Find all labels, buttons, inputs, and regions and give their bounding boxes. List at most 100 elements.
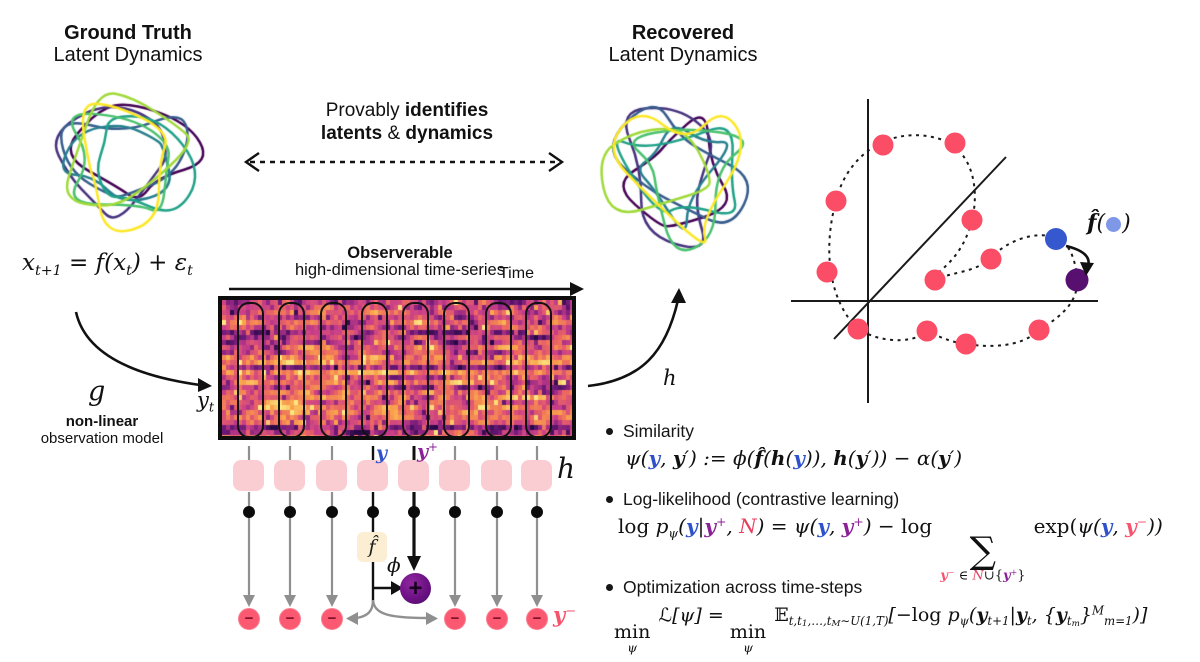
plus-sign: +	[408, 574, 423, 602]
loglik-eq-post: exp(ψ(y, y−))	[1033, 514, 1163, 538]
center-claim: Provably identifies latents & dynamics	[277, 99, 537, 145]
embedding-dot	[367, 506, 379, 518]
arrowhead-right	[548, 152, 565, 172]
sum-under: y− ∈ N∪{y+}	[940, 568, 1026, 584]
loglik-equation: log pψ(y|y+, N) = ψ(y, y+) − log ∑y− ∈ N∪…	[618, 514, 1163, 584]
identifiability-double-arrow	[243, 152, 565, 172]
state-dot-icon	[1106, 216, 1122, 232]
heatmap-window-outline	[237, 302, 264, 438]
obs-model-line2: observation model	[40, 430, 164, 447]
heatmap-window-outline	[402, 302, 429, 438]
optim-eq-mid: ℒ[ψ] =	[658, 604, 730, 627]
obs-model-line1: non-linear	[65, 413, 139, 430]
center-claim-line1: Provably identifies	[325, 100, 489, 121]
encoder-box	[274, 460, 305, 491]
fhat-dynamics-box: f̂	[357, 532, 387, 562]
fhat-label: f̂	[368, 536, 376, 558]
sum-operator: ∑y− ∈ N∪{y+}	[940, 529, 1026, 584]
g-label: g	[88, 376, 106, 407]
ground-truth-title-line1: Ground Truth	[64, 22, 192, 44]
negative-sample-node: −	[321, 608, 343, 630]
heatmap-window-outline	[361, 302, 388, 438]
embedding-dot	[326, 506, 338, 518]
recovered-title-line1: Recovered	[631, 22, 735, 44]
recovered-trajectory-plot	[583, 68, 773, 273]
ground-truth-title: Ground Truth Latent Dynamics	[18, 22, 238, 66]
negative-sample-node: −	[238, 608, 260, 630]
arrowhead-split-left	[346, 612, 358, 625]
min-under: ψ	[627, 639, 638, 655]
observable-subtitle: high-dimensional time-series	[294, 261, 505, 279]
bullet-icon	[606, 428, 613, 435]
bullet-optim: Optimization across time-steps	[606, 577, 862, 598]
bullet-optim-label: Optimization across time-steps	[623, 577, 863, 597]
h-arrow-label: h	[663, 366, 677, 390]
sum-symbol: ∑	[969, 529, 997, 572]
embedding-dot	[408, 506, 420, 518]
minus-sign: −	[244, 610, 254, 627]
observable-heatmap	[218, 296, 576, 440]
time-axis-arrow	[229, 282, 584, 296]
arrowhead-split-right	[426, 612, 438, 625]
recovered-title: Recovered Latent Dynamics	[578, 22, 788, 66]
embedding-dot	[243, 506, 255, 518]
arrowhead-h	[671, 288, 686, 303]
center-claim-line2: latents & dynamics	[320, 123, 494, 144]
predicted-state-dot	[1065, 268, 1089, 292]
heatmap-window-outline	[525, 302, 552, 438]
encoder-box	[316, 460, 347, 491]
embedding-dot	[491, 506, 503, 518]
min-under: ψ	[743, 639, 753, 655]
similarity-scatter-plot	[791, 99, 1098, 403]
embedded-sample-dots	[816, 132, 1050, 355]
encoder-box	[521, 460, 552, 491]
arrowhead-into-plus	[391, 581, 403, 595]
phi-label: ϕ	[387, 553, 401, 577]
minus-sign: −	[285, 610, 295, 627]
heatmap-window-outline	[443, 302, 470, 438]
min-text: min	[614, 620, 651, 643]
embedding-dot	[284, 506, 296, 518]
similarity-equation: ψ(y, y′) := ϕ(f̂(h(y)), h(y′)) − α(y′)	[625, 446, 963, 470]
fhat-of-state-label: f̂( )	[1087, 210, 1131, 236]
arrowhead-yplus	[407, 556, 421, 571]
arrowhead-g	[198, 378, 212, 392]
embedding-dot	[449, 506, 461, 518]
embedding-dot	[531, 506, 543, 518]
y-label: y	[376, 442, 388, 464]
observable-header: Observerable high-dimensional time-serie…	[250, 244, 550, 279]
dynamics-orbit-dashed	[828, 134, 1079, 347]
encoder-output-arrow	[587, 288, 686, 388]
loglik-eq-pre: log pψ(y|y+, N) = ψ(y, y+) − log	[618, 514, 933, 541]
ground-truth-trajectory-plot	[26, 72, 231, 252]
similarity-plus-node: +	[400, 573, 431, 604]
h-label: h	[557, 452, 576, 485]
encoder-box	[481, 460, 512, 491]
minus-sign: −	[532, 610, 542, 627]
current-state-dot	[1045, 228, 1067, 250]
bullet-similarity-label: Similarity	[623, 421, 694, 441]
encoder-box	[439, 460, 470, 491]
negative-sample-arrowheads	[243, 595, 543, 607]
yminus-label: y−	[553, 602, 577, 627]
observable-title: Observerable	[347, 244, 453, 262]
encoder-box	[357, 460, 388, 491]
minus-sign: −	[492, 610, 502, 627]
optim-eq-tail: 𝔼t,t1,…,tM∼U(1,T)[−log pψ(yt+1|yt, {ytm}…	[774, 604, 1148, 630]
heatmap-window-outline	[485, 302, 512, 438]
bullet-similarity: Similarity	[606, 421, 694, 442]
yplus-label: y+	[417, 440, 438, 463]
heatmap-window-outline	[320, 302, 347, 438]
identity-line	[833, 156, 1007, 340]
fhat-open: f̂(	[1087, 210, 1106, 236]
recovered-title-line2: Latent Dynamics	[608, 44, 758, 66]
arrowhead-left	[243, 152, 260, 172]
bullet-icon	[606, 584, 613, 591]
bullet-icon	[606, 496, 613, 503]
arrowhead-prediction	[1080, 262, 1094, 276]
minus-sign: −	[327, 610, 337, 627]
